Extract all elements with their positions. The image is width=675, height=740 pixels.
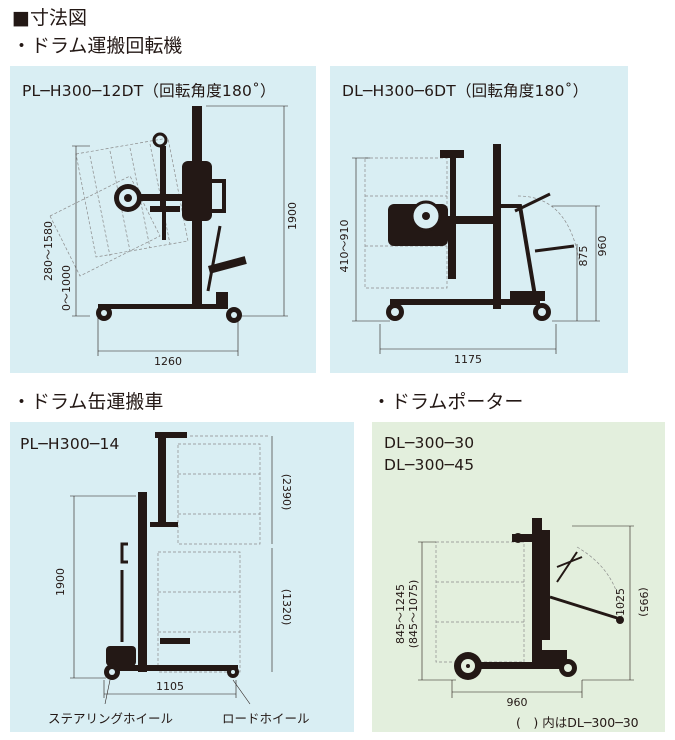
dim-length: 1260 bbox=[154, 355, 182, 368]
diagram-pl-h300-12dt: 1900 280～1580 0～1000 1260 bbox=[42, 105, 299, 368]
diagram-drum-porter: 845～1245 (845～1075) 1025 (995) 960 bbox=[394, 518, 650, 709]
page-title: ■寸法図 bbox=[12, 7, 87, 29]
panel-pl-h300-14: PL─H300─14 bbox=[10, 422, 354, 732]
dim-height: 1900 bbox=[54, 568, 67, 596]
dim-length: 1105 bbox=[156, 680, 184, 693]
section-heading-can: ・ドラム缶運搬車 bbox=[12, 391, 164, 413]
model-label: PL─H300─14 bbox=[20, 435, 120, 453]
dim-center: 410～910 bbox=[338, 220, 351, 273]
diagram-dl-h300-6dt: 410～910 875 960 1175 bbox=[338, 144, 609, 366]
model-label: PL─H300─12DT（回転角度180˚） bbox=[22, 82, 276, 100]
model-label-2: DL─300─45 bbox=[384, 456, 475, 474]
dim-lower: (1320) bbox=[280, 589, 293, 626]
dim-range-a: 845～1245 bbox=[394, 584, 407, 644]
panel-dl-h300-6dt: DL─H300─6DT（回転角度180˚） bbox=[330, 66, 628, 373]
dim-height-b: (995) bbox=[637, 587, 650, 617]
diagram-pl-h300-14: 1900 (2390) (1320) 1105 bbox=[54, 432, 293, 705]
model-label: DL─H300─6DT（回転角度180˚） bbox=[342, 82, 589, 100]
dim-height: 960 bbox=[596, 236, 609, 257]
dim-height: 1900 bbox=[286, 202, 299, 230]
dim-height-a: 1025 bbox=[614, 588, 627, 616]
label-steering-wheel: ステアリングホイール bbox=[48, 711, 174, 726]
dim-length: 1175 bbox=[454, 353, 482, 366]
dim-length: 960 bbox=[507, 696, 528, 709]
dim-low: 0～1000 bbox=[60, 265, 73, 311]
note-parentheses: ( ) 内はDL─300─30 bbox=[516, 715, 639, 730]
dim-range-b: (845～1075) bbox=[407, 580, 420, 649]
panel-drum-porter: DL─300─30 DL─300─45 bbox=[372, 422, 665, 732]
dim-arm: 875 bbox=[577, 246, 590, 267]
model-label-1: DL─300─30 bbox=[384, 434, 475, 452]
dim-reach: 280～1580 bbox=[42, 221, 55, 281]
label-load-wheel: ロードホイール bbox=[222, 711, 310, 726]
dim-upper: (2390) bbox=[280, 474, 293, 511]
section-heading-rotating: ・ドラム運搬回転機 bbox=[12, 35, 183, 57]
panel-pl-h300-12dt: PL─H300─12DT（回転角度180˚） bbox=[10, 66, 316, 373]
section-heading-porter: ・ドラムポーター bbox=[372, 391, 524, 413]
